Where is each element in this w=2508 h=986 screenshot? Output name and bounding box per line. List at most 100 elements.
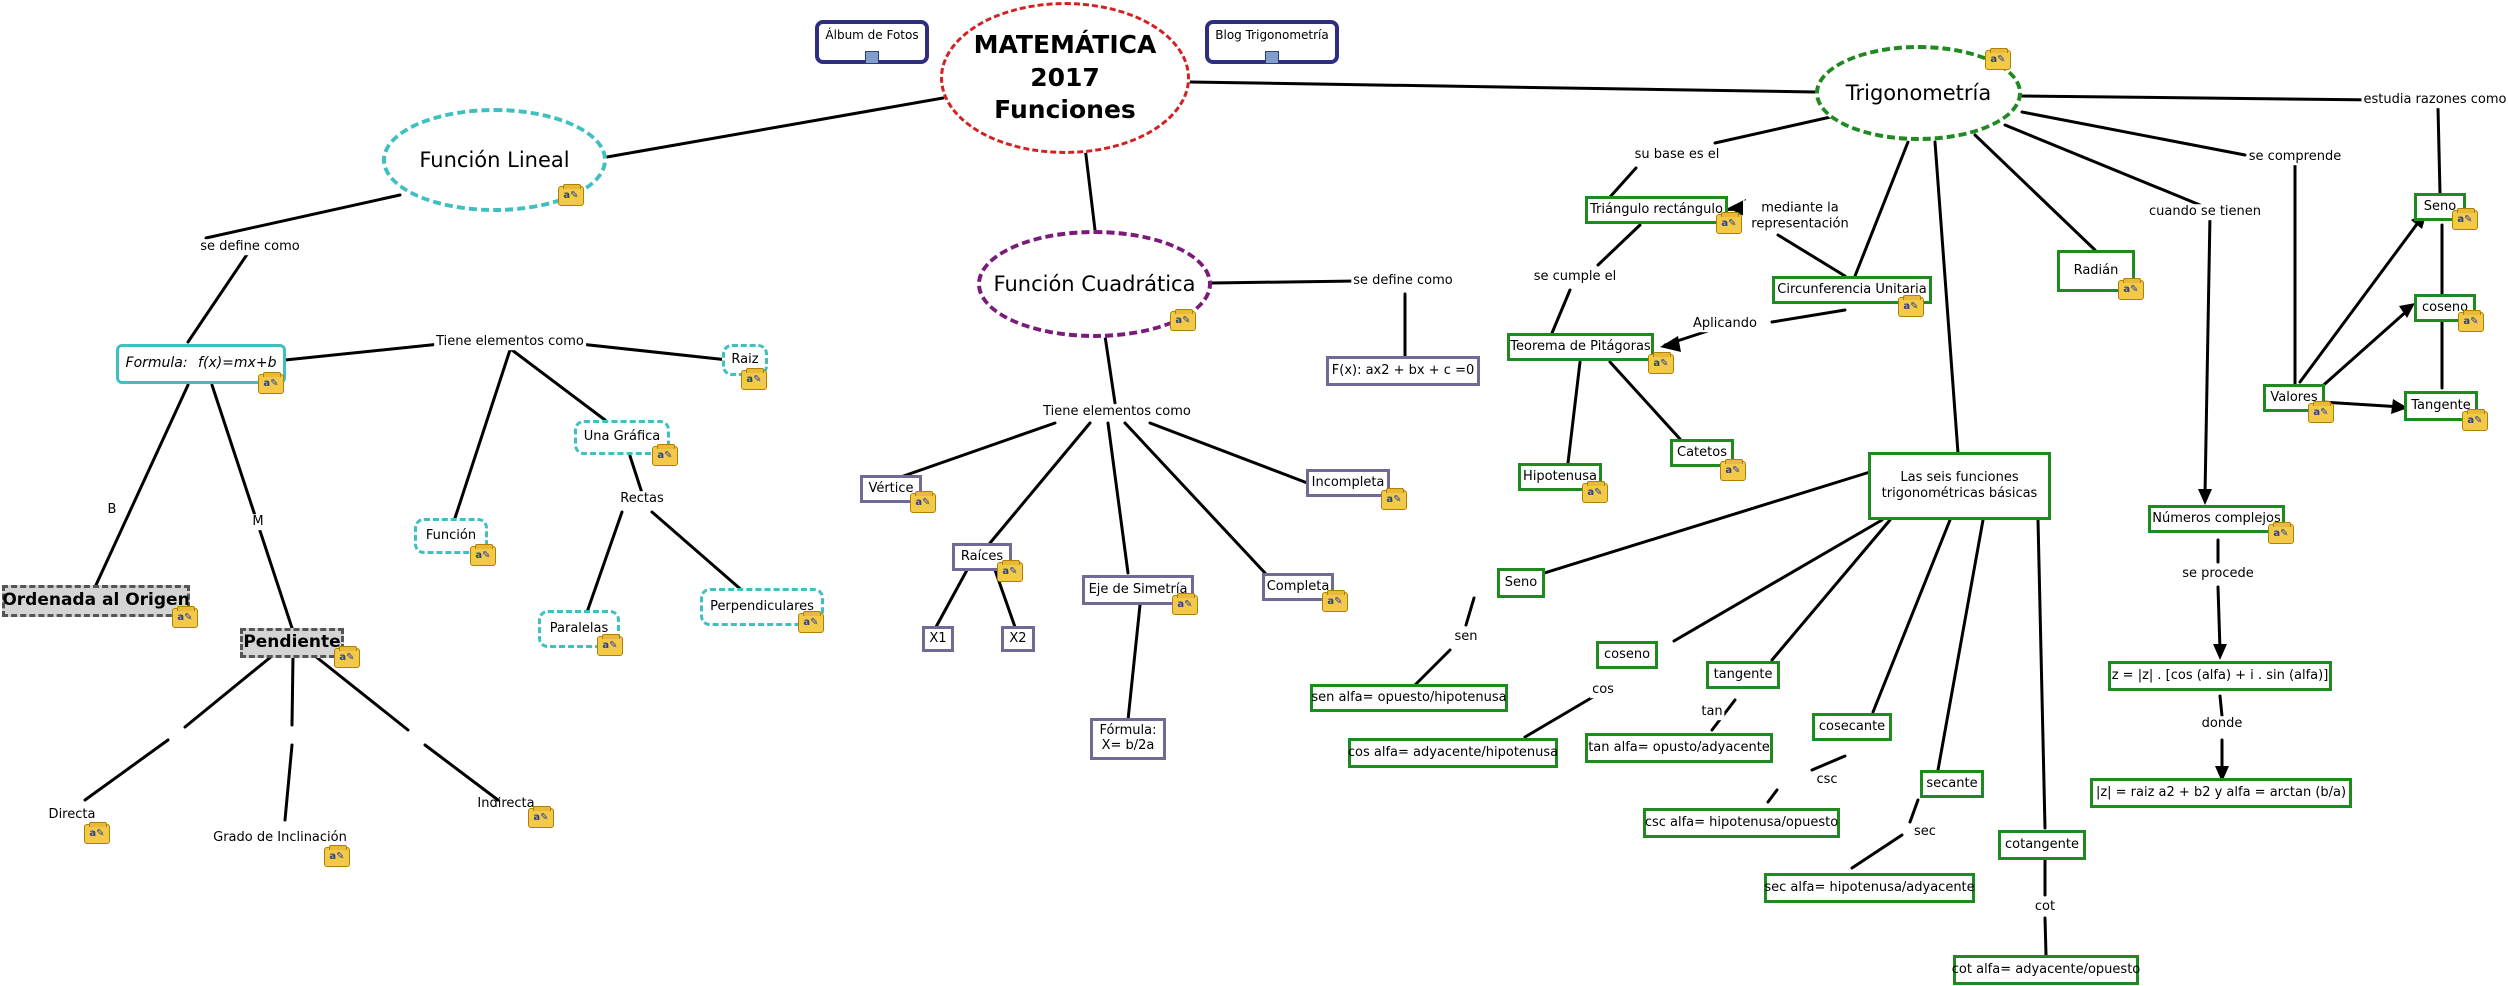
hipotenusa-node[interactable]: Hipotenusa	[1518, 463, 1602, 491]
csc-formula-node[interactable]: csc alfa= hipotenusa/opuesto	[1643, 808, 1840, 838]
completa-node[interactable]: Completa	[1262, 573, 1334, 601]
formula-eje-node[interactable]: Fórmula: X= b/2a	[1090, 718, 1166, 760]
cuadratica-define-link: se define como	[1351, 273, 1455, 289]
resource-attachment-icon[interactable]: a✎	[334, 646, 360, 668]
resource-attachment-icon[interactable]: a✎	[2268, 522, 2294, 544]
resource-attachment-icon[interactable]: a✎	[1172, 593, 1198, 615]
sec-link: sec	[1912, 824, 1938, 840]
valores-label: Valores	[2270, 389, 2318, 405]
funcion-label: Función	[425, 527, 477, 543]
resource-attachment-icon[interactable]: a✎	[84, 822, 110, 844]
raices-label: Raíces	[960, 548, 1004, 564]
catetos-label: Catetos	[1677, 444, 1727, 460]
resource-attachment-icon[interactable]: a✎	[558, 184, 584, 206]
lineal-tiene-link: Tiene elementos como	[434, 334, 586, 350]
cosecante-node[interactable]: cosecante	[1812, 713, 1892, 741]
resource-attachment-icon[interactable]: a✎	[597, 634, 623, 656]
resource-attachment-icon[interactable]: a✎	[172, 606, 198, 628]
cot-link: cot	[2032, 899, 2058, 915]
resource-attachment-icon[interactable]: a✎	[652, 444, 678, 466]
su-base-link: su base es el	[1632, 147, 1722, 163]
ordenada-origen-node[interactable]: Ordenada al Origen	[2, 585, 190, 617]
resource-attachment-icon[interactable]: a✎	[910, 491, 936, 513]
cotangente-node[interactable]: cotangente	[1998, 830, 2086, 860]
resource-attachment-icon[interactable]: a✎	[1898, 295, 1924, 317]
triangulo-rectangulo-node[interactable]: Triángulo rectángulo	[1585, 196, 1728, 224]
csc-link: csc	[1814, 772, 1840, 788]
cot-formula-node[interactable]: cot alfa= adyacente/opuesto	[1952, 955, 2140, 985]
razon-tangente-label: Tangente	[2411, 397, 2471, 413]
main-title-line1: MATEMÁTICA	[973, 30, 1157, 60]
resource-attachment-icon[interactable]: a✎	[1322, 590, 1348, 612]
razon-seno-node[interactable]: Seno	[2414, 193, 2466, 221]
seno-node[interactable]: Seno	[1497, 568, 1545, 598]
ordenada-origen-label: Ordenada al Origen	[2, 590, 190, 611]
formula-cuadratica-node[interactable]: F(x): ax2 + bx + c =0	[1326, 356, 1480, 386]
teorema-pitagoras-node[interactable]: Teorema de Pitágoras	[1507, 333, 1654, 361]
raices-node[interactable]: Raíces	[952, 543, 1012, 571]
csc-formula-label: csc alfa= hipotenusa/opuesto	[1644, 814, 1839, 830]
funcion-lineal-label: Función Lineal	[419, 147, 570, 172]
cuadratica-tiene-link: Tiene elementos como	[1041, 404, 1193, 420]
tan-formula-node[interactable]: tan alfa= opusto/adyacente	[1585, 733, 1773, 763]
tangente-label: tangente	[1713, 666, 1773, 682]
x2-node[interactable]: X2	[1001, 626, 1035, 652]
seis-funciones-label: Las seis funciones trigonométricas básic…	[1881, 469, 2038, 501]
formula-lineal-node[interactable]: Formula: f(x)=mx+b	[116, 344, 286, 384]
indirecta-label: Indirecta	[477, 796, 535, 812]
resource-attachment-icon[interactable]: a✎	[1582, 481, 1608, 503]
resource-attachment-icon[interactable]: a✎	[1985, 48, 2011, 70]
resource-attachment-icon[interactable]: a✎	[470, 544, 496, 566]
razon-coseno-node[interactable]: coseno	[2414, 294, 2476, 322]
tangente-node[interactable]: tangente	[1706, 661, 1780, 689]
mediante-link: mediante la representación	[1743, 200, 1857, 232]
formula-lineal-expr: f(x)=mx+b	[198, 355, 277, 372]
resource-attachment-icon[interactable]: a✎	[324, 845, 350, 867]
secante-node[interactable]: secante	[1920, 770, 1984, 798]
formula-cuadratica-label: F(x): ax2 + bx + c =0	[1331, 362, 1475, 378]
razon-coseno-label: coseno	[2421, 299, 2469, 315]
lineal-define-link: se define como	[198, 239, 302, 255]
grado-inclinacion-label: Grado de Inclinación	[213, 830, 347, 846]
sec-formula-node[interactable]: sec alfa= hipotenusa/adyacente	[1764, 873, 1975, 903]
resource-attachment-icon[interactable]: a✎	[2458, 310, 2484, 332]
perpendiculares-label: Perpendiculares	[710, 598, 814, 614]
x2-label: X2	[1009, 630, 1027, 646]
pendiente-label: Pendiente	[243, 632, 341, 653]
photo-album-icon[interactable]	[865, 51, 879, 64]
z-formula-node[interactable]: z = |z| . [cos (alfa) + i . sin (alfa)]	[2108, 661, 2332, 691]
resource-attachment-icon[interactable]: a✎	[2462, 409, 2488, 431]
blog-label: Blog Trigonometría	[1215, 28, 1329, 42]
pendiente-node[interactable]: Pendiente	[240, 628, 344, 658]
x1-node[interactable]: X1	[922, 626, 954, 652]
main-title-node[interactable]: MATEMÁTICA 2017 Funciones	[940, 2, 1190, 154]
modulo-formula-node[interactable]: |z| = raiz a2 + b2 y alfa = arctan (b/a)	[2090, 778, 2352, 808]
resource-attachment-icon[interactable]: a✎	[741, 368, 767, 390]
perpendiculares-node[interactable]: Perpendiculares	[700, 588, 824, 626]
numeros-complejos-node[interactable]: Números complejos	[2148, 505, 2285, 533]
coseno-node[interactable]: coseno	[1596, 641, 1658, 669]
resource-attachment-icon[interactable]: a✎	[258, 372, 284, 394]
seis-funciones-node[interactable]: Las seis funciones trigonométricas básic…	[1868, 452, 2051, 520]
resource-attachment-icon[interactable]: a✎	[1720, 459, 1746, 481]
radian-label: Radián	[2073, 262, 2119, 278]
resource-attachment-icon[interactable]: a✎	[997, 560, 1023, 582]
cos-formula-label: cos alfa= adyacente/hipotenusa	[1347, 744, 1559, 760]
resource-attachment-icon[interactable]: a✎	[2452, 208, 2478, 230]
incompleta-node[interactable]: Incompleta	[1306, 469, 1390, 497]
resource-attachment-icon[interactable]: a✎	[1170, 309, 1196, 331]
cos-formula-node[interactable]: cos alfa= adyacente/hipotenusa	[1348, 738, 1558, 768]
resource-attachment-icon[interactable]: a✎	[1648, 352, 1674, 374]
main-title-line2: 2017	[1030, 62, 1100, 92]
eje-simetria-node[interactable]: Eje de Simetría	[1082, 575, 1194, 605]
funcion-node[interactable]: Función	[414, 518, 488, 554]
resource-attachment-icon[interactable]: a✎	[1716, 212, 1742, 234]
cos-link: cos	[1590, 682, 1616, 698]
sen-formula-node[interactable]: sen alfa= opuesto/hipotenusa	[1310, 684, 1508, 712]
blog-link-icon[interactable]	[1265, 51, 1279, 64]
resource-attachment-icon[interactable]: a✎	[528, 806, 554, 828]
resource-attachment-icon[interactable]: a✎	[2308, 401, 2334, 423]
resource-attachment-icon[interactable]: a✎	[2118, 278, 2144, 300]
resource-attachment-icon[interactable]: a✎	[798, 611, 824, 633]
resource-attachment-icon[interactable]: a✎	[1381, 488, 1407, 510]
